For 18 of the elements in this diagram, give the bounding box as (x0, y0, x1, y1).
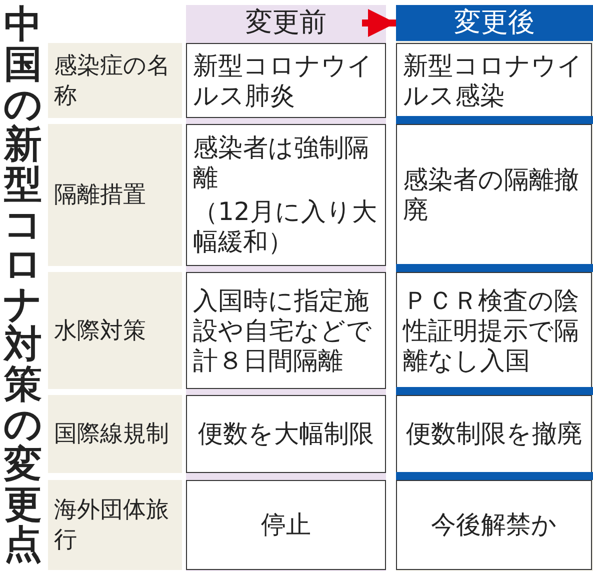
table-cell: 新型コロナウイルス肺炎 (186, 43, 386, 118)
table-cell: 今後解禁か (396, 480, 592, 570)
table-cell: 便数制限を撤廃 (396, 395, 592, 473)
row-header: 隔離措置 (48, 124, 182, 266)
row-header: 水際対策 (48, 272, 182, 389)
arrow (362, 9, 396, 37)
row-header: 国際線規制 (48, 395, 182, 473)
table-cell: ＰＣＲ検査の陰性証明提示で隔離なし入国 (396, 272, 592, 389)
table-cell: 感染者は強制隔離 （12月に入り大幅緩和） (186, 124, 386, 266)
row-header: 感染症の名称 (48, 43, 182, 118)
table-cell: 入国時に指定施設や自宅などで計８日間隔離 (186, 272, 386, 389)
table-cell: 便数を大幅制限 (186, 395, 386, 473)
table-cell: 新型コロナウイルス感染 (396, 43, 592, 118)
table-cell: 停止 (186, 480, 386, 570)
column-header: 変更後 (396, 5, 593, 41)
row-header: 海外団体旅行 (48, 480, 182, 570)
vertical-title: 中国の新型コロナ対策の変更点 (2, 4, 44, 564)
table-cell: 感染者の隔離撤廃 (396, 124, 592, 266)
